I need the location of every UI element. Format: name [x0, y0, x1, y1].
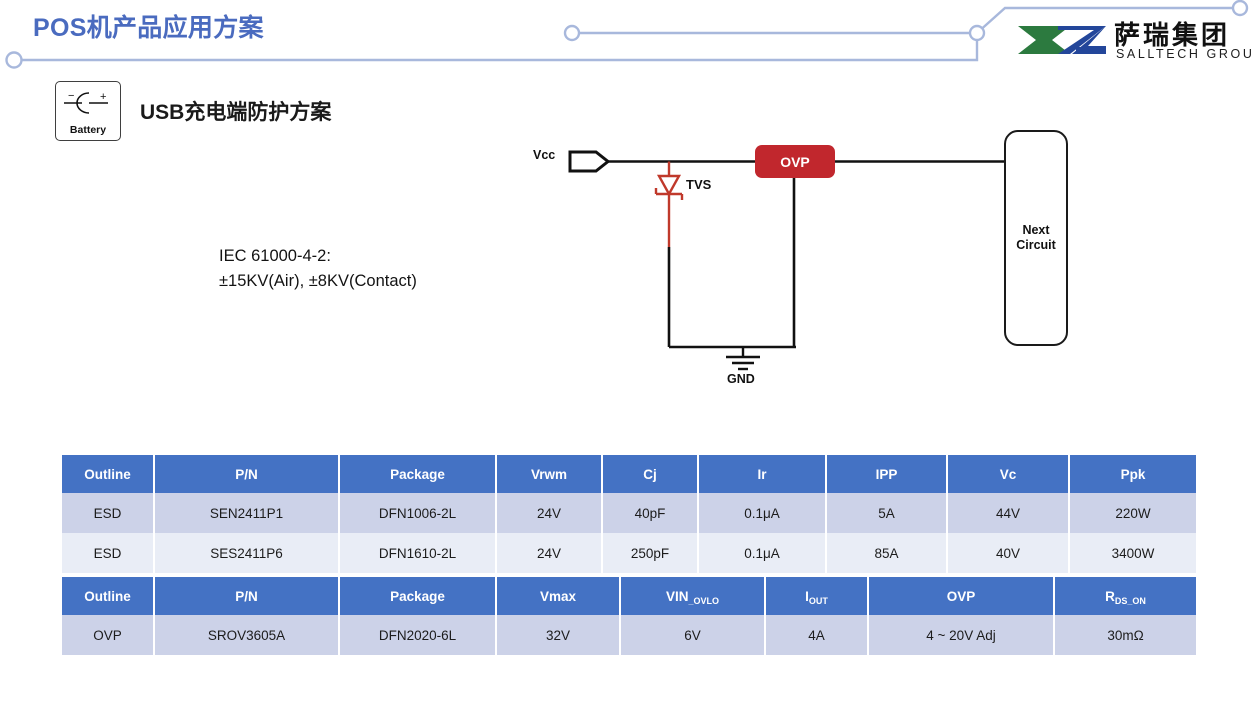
salltech-logo-mark-icon	[1018, 26, 1106, 54]
esd-spec-text: IEC 61000-4-2: ±15KV(Air), ±8KV(Contact)	[219, 244, 417, 294]
cell-ovp: 4 ~ 20V Adj	[869, 615, 1055, 655]
col-rdson-base: R	[1105, 588, 1115, 604]
col-pn: P/N	[155, 455, 340, 493]
section-title-ascii: USB	[140, 101, 185, 124]
table-row: OVP SROV3605A DFN2020-6L 32V 6V 4A 4 ~ 2…	[62, 615, 1196, 655]
battery-label: Battery	[69, 124, 107, 136]
col-package: Package	[340, 455, 497, 493]
circuit-diagram	[568, 150, 1006, 371]
table-header-row: Outline P/N Package Vrwm Cj Ir IPP Vc Pp…	[62, 455, 1196, 493]
col-iout-base: I	[805, 588, 809, 604]
next-circuit-block: Next Circuit	[1004, 130, 1068, 346]
ovp-block: OVP	[755, 145, 835, 178]
cell-ipp: 85A	[827, 533, 948, 573]
cell-vrwm: 24V	[497, 493, 603, 533]
cell-outline: ESD	[62, 533, 155, 573]
cell-iout: 4A	[766, 615, 869, 655]
col-ir: Ir	[699, 455, 827, 493]
col-outline: Outline	[62, 577, 155, 615]
col-iout: IOUT	[766, 577, 869, 615]
cell-package: DFN1006-2L	[340, 493, 497, 533]
col-vmax: Vmax	[497, 577, 621, 615]
cell-vin-ovlo: 6V	[621, 615, 766, 655]
vcc-connector-icon	[568, 150, 611, 173]
table-row: ESD SEN2411P1 DFN1006-2L 24V 40pF 0.1μA …	[62, 493, 1196, 533]
col-rdson-sub: DS_ON	[1114, 595, 1146, 606]
cell-pn: SEN2411P1	[155, 493, 340, 533]
ovp-parameter-table: Outline P/N Package Vmax VIN_OVLO IOUT O…	[62, 577, 1196, 655]
vcc-label: Vcc	[533, 148, 556, 162]
col-vin-ovlo: VIN_OVLO	[621, 577, 766, 615]
section-title: USB充电端防护方案	[140, 96, 331, 126]
col-ipp: IPP	[827, 455, 948, 493]
svg-text:+: +	[100, 91, 106, 103]
cell-outline: ESD	[62, 493, 155, 533]
ground-symbol-icon	[726, 347, 760, 371]
header-decoration	[5, 0, 1249, 69]
deco-node-right	[968, 24, 986, 42]
cell-vrwm: 24V	[497, 533, 603, 573]
cell-vc: 44V	[948, 493, 1070, 533]
section-title-cjk: 充电端防护方案	[184, 99, 332, 124]
cell-cj: 250pF	[603, 533, 699, 573]
esd-spec-line1: IEC 61000-4-2:	[219, 247, 331, 265]
esd-parameter-table: Outline P/N Package Vrwm Cj Ir IPP Vc Pp…	[62, 455, 1196, 573]
cell-rdson: 30mΩ	[1055, 615, 1196, 655]
deco-node-end	[1231, 0, 1249, 17]
col-vin-sub: _OVLO	[688, 595, 720, 606]
cell-vc: 40V	[948, 533, 1070, 573]
col-cj: Cj	[603, 455, 699, 493]
cell-ppk: 220W	[1070, 493, 1196, 533]
col-ovp: OVP	[869, 577, 1055, 615]
svg-text:−: −	[68, 90, 74, 102]
col-pn: P/N	[155, 577, 340, 615]
col-rdson: RDS_ON	[1055, 577, 1196, 615]
cell-package: DFN2020-6L	[340, 615, 497, 655]
col-ppk: Ppk	[1070, 455, 1196, 493]
col-outline: Outline	[62, 455, 155, 493]
esd-spec-line2: ±15KV(Air), ±8KV(Contact)	[219, 272, 417, 290]
battery-icon-box: − + Battery	[55, 81, 121, 141]
next-circuit-label: Next Circuit	[1016, 223, 1056, 252]
cell-pn: SES2411P6	[155, 533, 340, 573]
tvs-label: TVS	[686, 177, 712, 192]
battery-symbol-icon: − +	[64, 90, 108, 114]
cell-ir: 0.1μA	[699, 533, 827, 573]
deco-node-mid	[563, 24, 581, 42]
page-title: POS机产品应用方案	[33, 14, 264, 42]
cell-ppk: 3400W	[1070, 533, 1196, 573]
col-iout-sub: OUT	[808, 595, 828, 606]
cell-vmax: 32V	[497, 615, 621, 655]
logo-name-en: SALLTECH GROUP	[1116, 47, 1254, 61]
cell-cj: 40pF	[603, 493, 699, 533]
cell-outline: OVP	[62, 615, 155, 655]
col-vc: Vc	[948, 455, 1070, 493]
col-vrwm: Vrwm	[497, 455, 603, 493]
logo-name-cn: 萨瑞集团	[1114, 21, 1231, 51]
cell-package: DFN1610-2L	[340, 533, 497, 573]
col-vin-base: VIN	[665, 588, 689, 604]
cell-ipp: 5A	[827, 493, 948, 533]
company-logo: 萨瑞集团 SALLTECH GROUP	[1014, 16, 1254, 66]
deco-node-left	[5, 51, 23, 69]
table-row: ESD SES2411P6 DFN1610-2L 24V 250pF 0.1μA…	[62, 533, 1196, 573]
col-package: Package	[340, 577, 497, 615]
table-header-row: Outline P/N Package Vmax VIN_OVLO IOUT O…	[62, 577, 1196, 615]
gnd-label: GND	[727, 372, 755, 386]
cell-ir: 0.1μA	[699, 493, 827, 533]
cell-pn: SROV3605A	[155, 615, 340, 655]
